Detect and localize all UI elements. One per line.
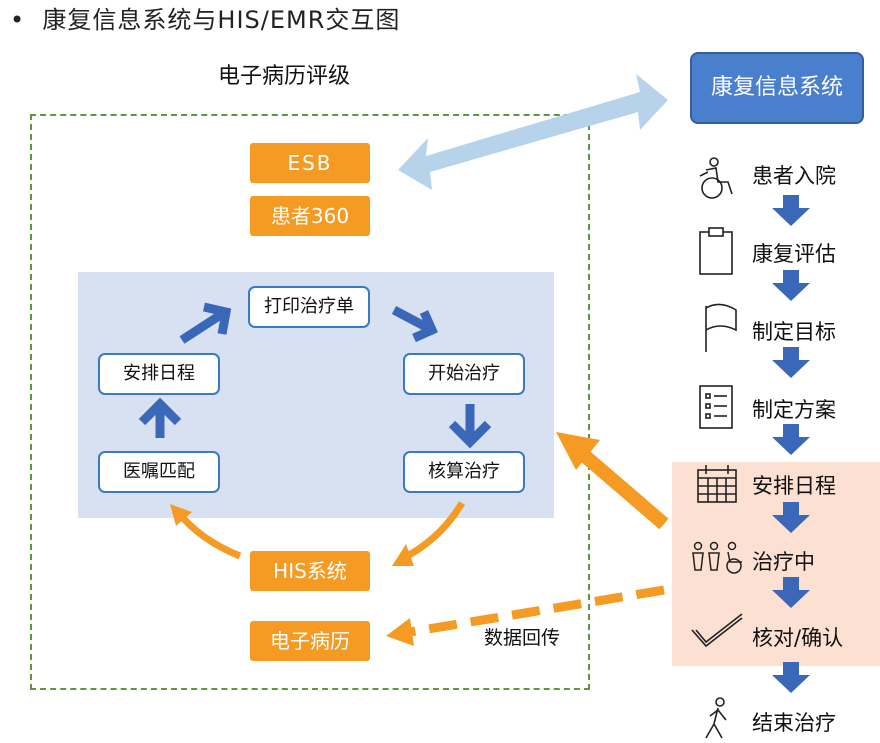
esb-box: ESB — [250, 143, 370, 183]
bullet: • — [10, 6, 43, 34]
rehab-system-box: 康复信息系统 — [690, 52, 864, 124]
data-return-label: 数据回传 — [484, 627, 561, 649]
doctor-order-node: 医嘱匹配 — [98, 451, 220, 493]
page-title: • 康复信息系统与HIS/EMR交互图 — [10, 6, 401, 34]
step-set-goals: 制定目标 — [752, 320, 836, 344]
patient360-box: 患者360 — [250, 196, 370, 236]
bidirectional-arrow — [398, 74, 668, 190]
arrow-his-to-order — [170, 504, 242, 560]
cycle-arrow-schedule-to-print — [179, 302, 232, 344]
flow-down-arrows — [772, 195, 810, 693]
cycle-arrow-print-to-start — [391, 306, 438, 343]
flag-icon — [705, 303, 737, 352]
checkmark-icon — [691, 613, 743, 648]
step-set-plan: 制定方案 — [752, 398, 836, 422]
schedule-node: 安排日程 — [98, 353, 220, 395]
cycle-arrow-start-to-accounting — [448, 404, 492, 449]
step-in-treatment: 治疗中 — [752, 550, 815, 574]
step-admission: 患者入院 — [752, 164, 836, 188]
arrow-data-return — [386, 585, 665, 646]
print-sheet-node: 打印治疗单 — [248, 286, 370, 328]
step-end-treatment: 结束治疗 — [752, 711, 836, 735]
start-treatment-node: 开始治疗 — [403, 353, 525, 395]
walking-person-icon — [705, 697, 727, 739]
emr-group-container — [30, 114, 590, 690]
document-list-icon — [699, 385, 733, 429]
cycle-arrow-order-to-schedule — [138, 397, 182, 438]
arrow-treatment-to-cycle — [556, 432, 669, 530]
his-system-box: HIS系统 — [250, 551, 370, 591]
emr-box: 电子病历 — [250, 621, 370, 661]
clipboard-icon — [699, 227, 733, 275]
people-therapy-icon — [692, 541, 742, 574]
step-schedule: 安排日程 — [752, 474, 836, 498]
treatment-highlight-panel — [672, 462, 880, 666]
calendar-icon — [697, 465, 737, 503]
accounting-node: 核算治疗 — [403, 451, 525, 493]
arrow-accounting-to-his — [392, 501, 466, 566]
emr-group-label: 电子病历评级 — [218, 64, 351, 89]
step-verify-confirm: 核对/确认 — [752, 626, 844, 650]
step-assessment: 康复评估 — [752, 242, 836, 266]
wheelchair-patient-icon — [699, 157, 733, 199]
